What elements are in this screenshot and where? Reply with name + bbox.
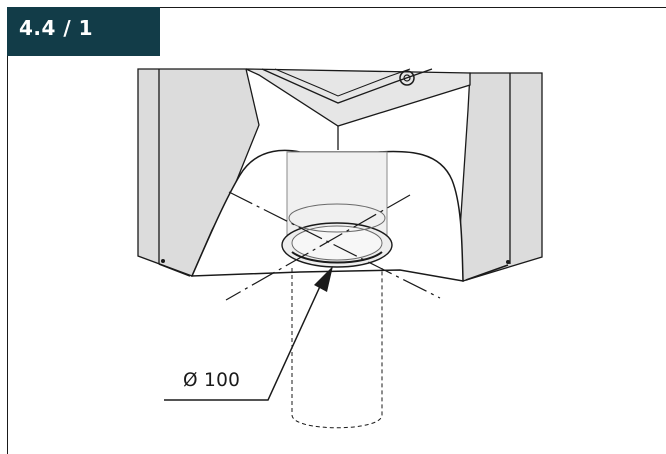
section-header: 4.4 / 1	[7, 7, 160, 56]
top-housing	[245, 68, 471, 127]
section-label: 4.4 / 1	[19, 16, 94, 40]
left-foot	[158, 263, 191, 277]
right-foot	[465, 264, 509, 281]
top-housing-lid-inner	[274, 68, 411, 97]
hidden-pipe	[291, 268, 383, 429]
diameter-label: Ø 100	[183, 370, 241, 391]
right-panel	[459, 72, 543, 282]
centerline-a	[228, 191, 441, 299]
lid-screw-inner	[403, 74, 411, 82]
lid-screw-outer	[399, 70, 415, 86]
right-foot-screw	[506, 260, 510, 264]
leader-arrowhead	[314, 266, 333, 292]
centerline-b	[225, 194, 411, 301]
top-housing-lid	[261, 68, 433, 104]
figure-frame	[7, 7, 666, 454]
collar-top	[288, 203, 386, 233]
collar-front-edge	[291, 251, 383, 264]
leader-line	[164, 281, 323, 401]
left-foot-screw	[161, 259, 165, 263]
